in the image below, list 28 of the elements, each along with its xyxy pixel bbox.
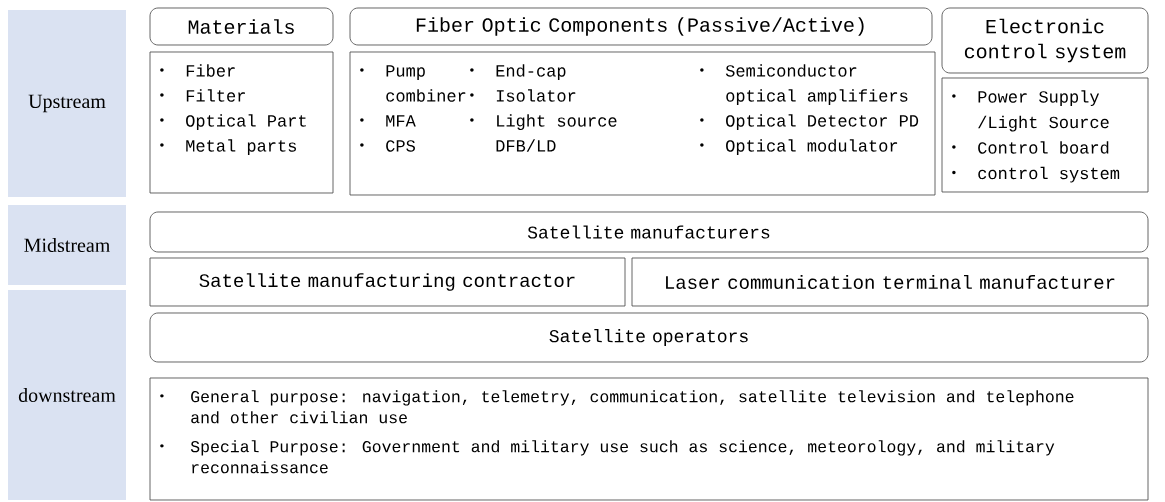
bullet-item: Light source DFB/LD — [470, 114, 617, 152]
bullet-item: Control board — [952, 141, 1109, 154]
heading-box: Fiber Optic Components (Passive/Active) — [349, 7, 933, 46]
bullet-item: control system — [952, 166, 1120, 183]
text-box: Satellite manufacturing contractor — [149, 257, 626, 307]
bullet-item: Isolator — [470, 89, 576, 102]
bullet-item: General purpose: navigation, telemetry, communication, satellite television and telephone and other civilian use — [160, 390, 1074, 424]
bullet-item: CPS — [360, 140, 415, 152]
bullet-item: Pump combiner — [360, 65, 466, 102]
bullet-item: Power Supply /Light Source — [952, 90, 1109, 132]
bullet-item: Filter — [160, 89, 245, 102]
bullet-item: Fiber — [160, 64, 235, 77]
heading-box: Satellite manufacturers — [149, 211, 1149, 253]
bullet-item: Optical Detector PD — [700, 114, 919, 131]
text-box: Laser communication terminal manufacturer — [631, 257, 1149, 307]
bullet-item: MFA — [360, 115, 416, 127]
bullet-item: Optical Part — [160, 114, 306, 131]
bullet-item: Special Purpose: Government and military use such as science, meteorology, and military reconnaissance — [160, 440, 1055, 474]
heading-box: Electronic control system — [941, 7, 1149, 74]
bullet-item: Semiconductor optical amplifiers — [700, 64, 908, 106]
heading-box: Satellite operators — [149, 312, 1149, 363]
stage-band: Midstream — [8, 205, 126, 285]
stage-band: downstream — [8, 290, 126, 500]
bullet-item: End-cap — [470, 64, 566, 81]
bullet-item: Optical modulator — [700, 139, 898, 156]
heading-box: Materials — [149, 7, 334, 46]
stage-band: Upstream — [8, 10, 126, 197]
bullet-item: Metal parts — [160, 139, 296, 156]
